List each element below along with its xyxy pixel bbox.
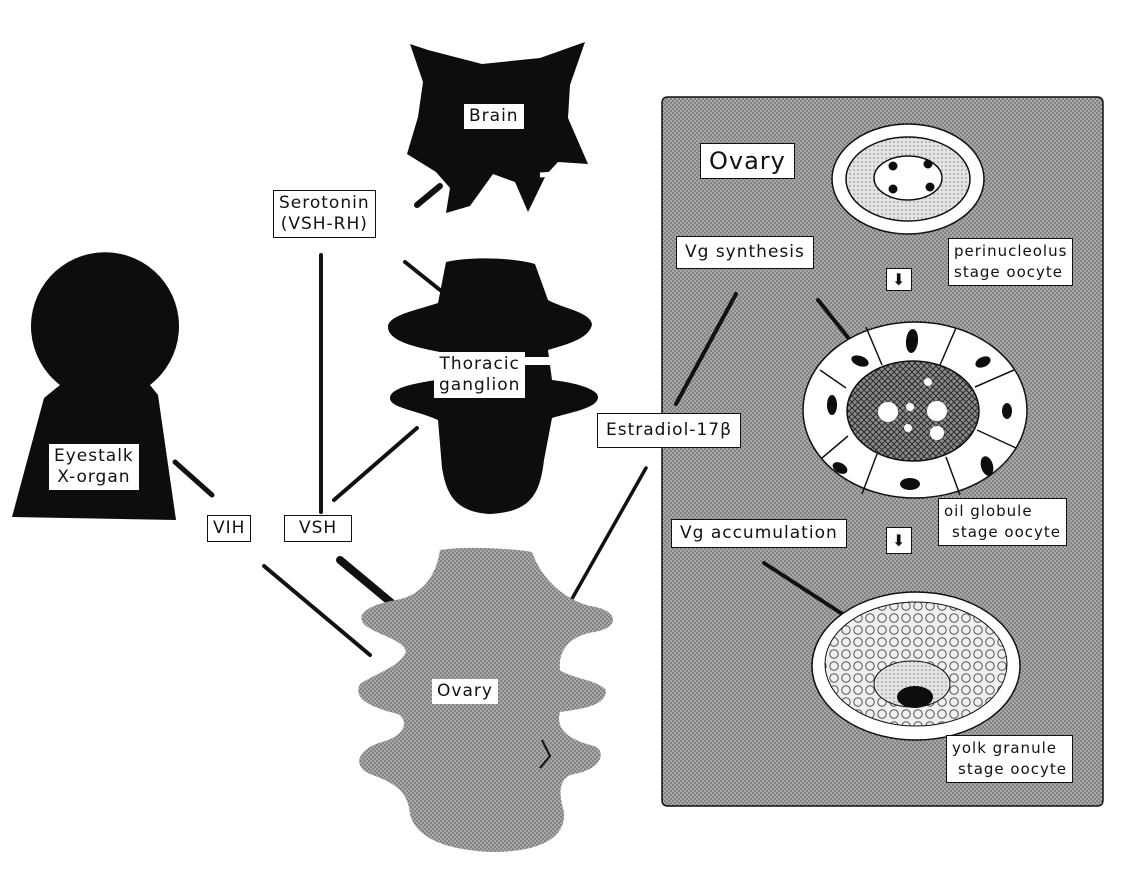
vg-accumulation-label: Vg accumulation bbox=[671, 519, 847, 548]
thoracic-ganglion-label: Thoracic ganglion bbox=[434, 352, 525, 398]
arrow-down-icon-2: ⬇ bbox=[886, 527, 912, 554]
oil-globule-label-line2: stage oocyte bbox=[944, 522, 1061, 543]
perinucleolus-label: perinucleolus stage oocyte bbox=[948, 238, 1073, 286]
link-vih-ovary bbox=[264, 566, 370, 655]
vsh-label: VSH bbox=[284, 515, 352, 542]
yolk-granule-oocyte bbox=[812, 592, 1020, 740]
link-eyestalk-vih bbox=[175, 462, 212, 495]
serotonin-label-line2: (VSH-RH) bbox=[279, 214, 370, 235]
oil-globule-label-line1: oil globule bbox=[944, 501, 1061, 522]
eyestalk-label-line1: Eyestalk bbox=[54, 446, 134, 467]
estradiol-label: Estradiol-17β bbox=[597, 413, 741, 448]
link-serotonin-brain bbox=[417, 186, 440, 205]
eyestalk-label-line2: X-organ bbox=[54, 467, 134, 488]
ovary-organ-label: Ovary bbox=[432, 679, 498, 704]
perinucleolus-label-line1: perinucleolus bbox=[954, 241, 1067, 262]
brain-label: Brain bbox=[464, 104, 524, 129]
perinucleolus-label-line2: stage oocyte bbox=[954, 262, 1067, 283]
thoracic-ganglion-label-line1: Thoracic bbox=[439, 354, 520, 375]
link-estradiol-ovary bbox=[560, 468, 646, 620]
yolk-granule-label-line1: yolk granule bbox=[952, 738, 1067, 759]
link-vsh-thoracic bbox=[334, 428, 417, 500]
link-serotonin-thoracic bbox=[405, 262, 440, 290]
arrow-down-icon: ⬇ bbox=[886, 268, 912, 291]
serotonin-label: Serotonin (VSH-RH) bbox=[273, 190, 376, 238]
eyestalk-x-organ-label: Eyestalk X-organ bbox=[49, 444, 139, 490]
yolk-granule-label: yolk granule stage oocyte bbox=[946, 735, 1073, 783]
vg-synthesis-label: Vg synthesis bbox=[676, 236, 814, 269]
yolk-granule-label-line2: stage oocyte bbox=[952, 759, 1067, 780]
ovary-panel-title: Ovary bbox=[700, 143, 795, 179]
vih-label: VIH bbox=[207, 515, 251, 542]
serotonin-label-line1: Serotonin bbox=[279, 193, 370, 214]
oil-globule-label: oil globule stage oocyte bbox=[938, 498, 1067, 546]
oil-globule-oocyte bbox=[803, 322, 1027, 498]
thoracic-ganglion-label-line2: ganglion bbox=[439, 375, 520, 396]
